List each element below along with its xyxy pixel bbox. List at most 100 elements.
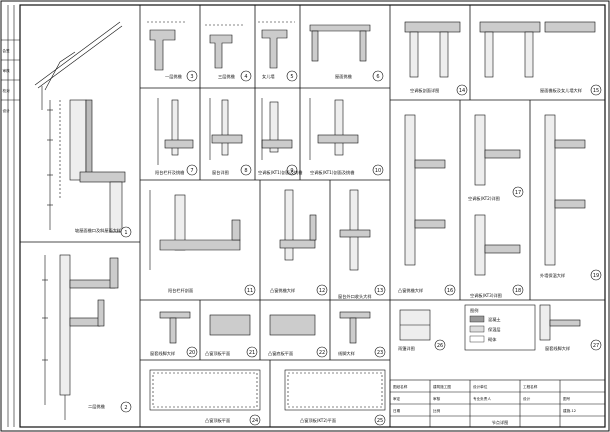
detail-number: 13 — [377, 288, 383, 294]
detail-title: 空调板剖面详图 — [410, 87, 439, 94]
border-label: 审核 — [3, 68, 11, 73]
detail-24-tag: 24 凸窗顶板平面 — [205, 414, 261, 426]
detail-title: 凸窗挑檐大样 — [398, 287, 423, 294]
title-block-text: 图纸名称 建筑施工图 设计单位 工程名称 审定 审核 专业负责人 设计 图号 建… — [393, 384, 576, 426]
detail-number: 3 — [190, 74, 193, 80]
detail-number: 26 — [437, 343, 443, 349]
detail-23-tag: 23 线脚大样 — [338, 346, 386, 358]
detail-14-tag: 14 空调板剖面详图 — [410, 84, 468, 96]
detail-number: 11 — [247, 288, 253, 294]
detail-5-drawing — [258, 21, 295, 69]
detail-title: 凸窗底板平面 — [268, 350, 293, 357]
detail-18-tag: 18 空调板(KT3)详图 — [470, 284, 524, 299]
detail-number: 23 — [377, 350, 383, 356]
detail-title: 窗套线脚大样 — [545, 345, 570, 352]
detail-20-tag: 20 窗套线脚大样 — [150, 346, 198, 358]
detail-24-drawing — [149, 369, 261, 411]
detail-title: 凸窗顶板(KT2)平面 — [300, 417, 336, 424]
detail-number: 8 — [244, 168, 247, 174]
detail-17-tag: 17 空调板(KT2)详图 — [468, 186, 524, 202]
detail-11-tag: 11 阳台栏杆剖面 — [168, 284, 256, 296]
detail-title: 空调板(KT3)详图 — [470, 292, 502, 299]
detail-3-drawing — [147, 21, 185, 71]
detail-number: 15 — [593, 88, 599, 94]
detail-title: 屋面檐板及女儿墙大样 — [540, 87, 582, 94]
detail-number: 24 — [252, 418, 258, 424]
detail-25-drawing — [284, 369, 386, 411]
detail-number: 12 — [319, 288, 325, 294]
detail-5-tag: 5 女儿墙 — [262, 70, 298, 82]
detail-11-drawing — [149, 190, 241, 270]
detail-6-tag: 6 屋面挑檐 — [335, 70, 384, 82]
detail-number: 5 — [290, 74, 293, 80]
detail-title: 屋面挑檐 — [335, 73, 352, 80]
legend: 图例 混凝土 保温层 砌体 — [464, 304, 536, 351]
detail-19-drawing — [544, 114, 586, 266]
detail-1-tag: 1 坡屋面檐口及斜屋面大样 — [75, 226, 132, 238]
detail-10-tag: 10 空调板(KT1)剖面及挑檐 — [310, 164, 384, 176]
detail-title: 窗套线脚大样 — [150, 350, 175, 357]
detail-number: 25 — [377, 418, 383, 424]
legend-title: 图例 — [470, 307, 478, 314]
detail-title: 二层挑檐 — [88, 403, 105, 410]
detail-25-tag: 25 凸窗顶板(KT2)平面 — [300, 414, 386, 426]
title-block-cell: 审核 — [433, 396, 441, 401]
detail-title: 女儿墙 — [262, 73, 275, 80]
detail-15-drawing — [479, 21, 596, 78]
detail-16-drawing — [404, 114, 446, 266]
detail-20-drawing — [159, 311, 191, 344]
detail-12-tag: 12 凸窗挑檐大样 — [270, 284, 328, 296]
title-block-cell: 比例 — [433, 408, 441, 413]
detail-number: 20 — [189, 350, 195, 356]
title-block-cell: 图号 — [563, 396, 571, 401]
title-block-cell: 设计 — [523, 396, 531, 401]
detail-22-drawing — [269, 314, 316, 336]
title-block — [389, 379, 606, 428]
detail-4-tag: 4 三层挑檐 — [218, 70, 252, 82]
detail-26-drawing — [399, 309, 431, 341]
detail-title: 凸窗顶板平面 — [205, 350, 230, 357]
title-block-cell: 图纸名称 — [393, 384, 408, 389]
detail-title: 空调板(KT2)详图 — [468, 195, 500, 202]
detail-10-drawing — [309, 98, 359, 160]
title-block-cell: 建施-12 — [563, 408, 576, 413]
legend-item: 砌体 — [488, 336, 497, 343]
detail-13-drawing — [339, 189, 371, 271]
title-block-cell: 建筑施工图 — [433, 384, 451, 389]
detail-21-tag: 21 凸窗顶板平面 — [205, 346, 258, 358]
border-label: 设计 — [3, 108, 11, 113]
detail-7-tag: 7 阳台栏杆及挑檐 — [155, 164, 198, 176]
detail-number: 7 — [190, 168, 193, 174]
detail-9-drawing — [261, 98, 293, 160]
detail-19-tag: 19 外墙保温大样 — [540, 269, 602, 281]
detail-2-drawing — [42, 254, 119, 420]
detail-number: 10 — [375, 168, 381, 174]
detail-1-drawing — [34, 21, 126, 233]
detail-number: 4 — [244, 74, 247, 80]
detail-number: 16 — [447, 288, 453, 294]
detail-number: 1 — [124, 230, 127, 236]
detail-title: 三层挑檐 — [218, 73, 235, 80]
detail-4-drawing — [205, 24, 245, 69]
detail-number: 17 — [515, 190, 521, 196]
detail-title: 凸窗顶板平面 — [205, 417, 230, 424]
detail-18-drawing — [474, 214, 521, 276]
detail-8-tag: 8 窗台详图 — [212, 164, 252, 176]
title-block-cell: 设计单位 — [473, 384, 488, 389]
detail-title: 阳台栏杆剖面 — [168, 287, 193, 294]
detail-number: 21 — [249, 350, 255, 356]
detail-title: 窗台外口收头大样 — [338, 293, 372, 300]
title-block-cell: 日期 — [393, 408, 401, 413]
title-block-cell: 审定 — [393, 396, 401, 401]
detail-17-drawing — [474, 114, 521, 186]
detail-8-drawing — [209, 98, 243, 160]
detail-27-drawing — [539, 304, 581, 341]
detail-number: 14 — [459, 88, 465, 94]
detail-title: 凸窗挑檐大样 — [270, 287, 295, 294]
detail-16-tag: 16 凸窗挑檐大样 — [398, 284, 456, 296]
detail-2-tag: 2 二层挑檐 — [88, 401, 132, 413]
detail-title: 外墙保温大样 — [540, 272, 565, 279]
border-label: 校对 — [3, 88, 11, 93]
